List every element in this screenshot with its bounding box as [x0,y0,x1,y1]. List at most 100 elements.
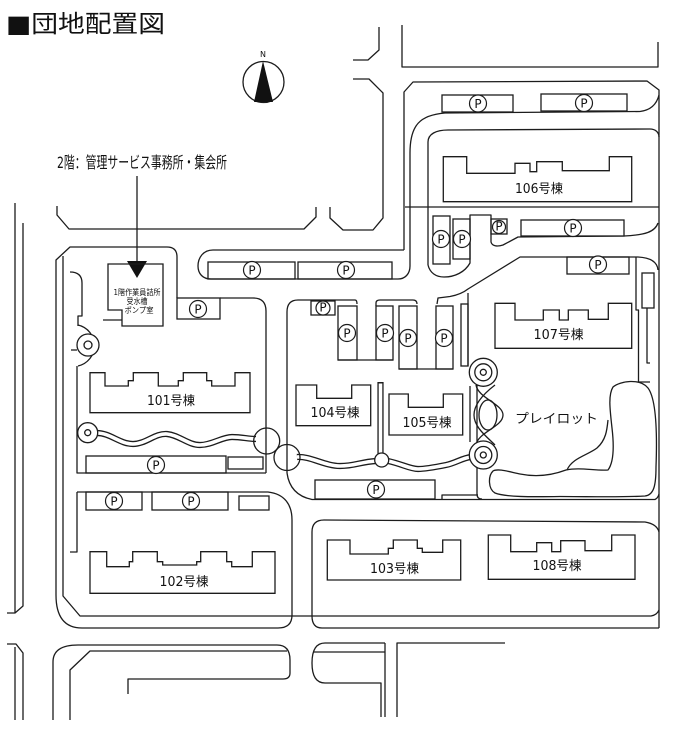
building-103-label: 103号棟 [370,562,419,577]
building-105-outline [388,393,464,436]
block-101-inner [62,256,660,617]
road-edge [52,644,291,720]
building-103-outline [326,539,462,581]
parking-sign-icon [366,480,386,499]
parking-sign-icon [452,229,472,249]
parking-lot: P [85,455,227,475]
fence-line [635,257,650,383]
parking-sign-icon [491,219,507,235]
parking-lot-empty [238,495,270,511]
block-101-outer [55,246,178,595]
road-edge [375,299,418,306]
building-108-outline [487,534,636,580]
building-102-label: 102号棟 [160,575,209,590]
building-107-outline [494,302,633,349]
parking-lot-empty [227,456,264,470]
fountain-west-inner [84,429,92,437]
road-edge [311,642,385,717]
parking-sign-label: P [474,97,481,111]
parking-lot: P [375,305,395,361]
road-edge [70,492,78,553]
building-106-outline [442,156,633,203]
walkway-curve [473,384,496,446]
building-104-label: 104号棟 [311,406,360,421]
compass-north-label: N [260,50,266,59]
play-lot-area [488,380,658,498]
block-102-outer [55,491,293,629]
road-edge [7,643,24,720]
road-edge [56,206,317,230]
block-104-outer [286,299,358,473]
building-101-outline [89,372,251,414]
walkways [76,333,504,473]
parking-lot-outline [227,456,264,470]
parking-lot: P [151,491,229,511]
road-edge [396,642,505,717]
plaza-circle [253,427,281,455]
building-102-outline [89,551,276,594]
parking-sign-label: P [458,232,465,246]
roundabout-north-outer [468,357,498,387]
management-building: 1階作業員詰所 受水槽 ポンプ室 [103,263,164,327]
road-edge [329,78,384,231]
parking-sign-icon [375,323,395,343]
walkway-west-fill [96,431,257,447]
plaza-circle [273,443,301,472]
parking-lot: P [520,218,625,238]
parking-lot: P [314,479,436,500]
building-105: 105号棟 [388,393,464,436]
fence-line [646,308,650,364]
fountain-west-outer [77,422,99,444]
parking-lot: P [441,94,514,113]
parking-lot: P [310,300,336,316]
parking-sign-label: P [110,494,117,508]
parking-lot: P [176,297,221,320]
parking-sign-icon [468,94,488,113]
parking-lot: P [85,491,143,511]
road-edge [220,297,267,473]
parking-strip-outline [197,94,660,280]
parking-sign-label: P [372,483,379,497]
building-105-label: 105号棟 [403,416,452,431]
parking-sign-icon [337,323,357,343]
parking-lot-outline [641,272,655,309]
walkway-lens [478,399,498,431]
parking-sign-label: P [152,458,159,472]
road-edge [286,472,660,501]
parking-sign-icon [398,328,418,348]
walkway-center-fill [296,455,377,468]
first-floor-label-1: 1階作業員詰所 [114,287,161,297]
building-101: 101号棟 [89,372,251,414]
road-edge [427,128,660,265]
parking-lot: P [540,93,628,113]
parking-sign-label: P [194,302,201,316]
parking-lot: P [566,255,630,275]
building-108-label: 108号棟 [533,559,582,574]
parking-sign-label: P [187,494,194,508]
parking-sign-label: P [495,219,502,233]
parking-sign-label: P [319,301,326,315]
building-101-label: 101号棟 [147,394,195,409]
parking-sign-label: P [437,232,444,246]
building-104-outline [295,384,372,427]
parking-lot: P [434,305,454,370]
walkway-curve [475,384,504,446]
parking-sign-label: P [248,263,255,277]
parking-sign-label: P [404,331,411,345]
parking-lot: P [398,305,418,370]
parking-lot: P [337,305,358,361]
building-106: 106号棟 [442,156,633,203]
roundabout-north-ring [474,363,493,382]
parking-lot: P [452,218,472,260]
building-102: 102号棟 [89,551,276,594]
parking-sign-icon [146,455,166,475]
building-106-label: 106号棟 [515,182,563,197]
parking-sign-label: P [342,263,349,277]
parking-sign-icon [574,93,594,113]
site-boundary-east [403,80,660,628]
parking-sign-icon [588,255,608,274]
parking-lot: P [490,218,508,235]
road-edge [436,256,659,305]
compass-ring [242,60,285,104]
